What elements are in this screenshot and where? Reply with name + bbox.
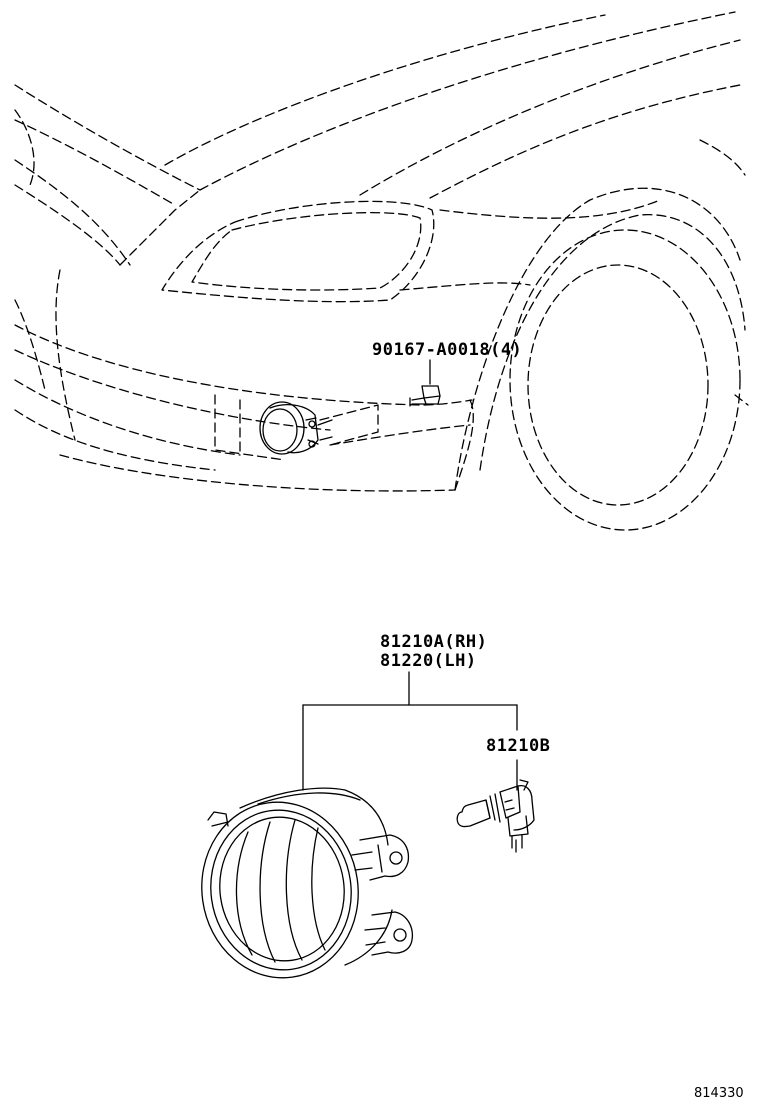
fog-lamp-lh-part-number[interactable]: 81220(LH) — [380, 651, 477, 671]
fog-lamp-rh-part-number[interactable]: 81210A(RH) — [380, 632, 488, 652]
bolt-icon — [409, 359, 441, 407]
vehicle-front-outline — [14, 11, 749, 531]
leader-lines — [302, 671, 518, 791]
fog-lamp-assembly — [201, 787, 414, 979]
installed-fog-lamp — [259, 401, 333, 455]
bolt-part-number[interactable]: 90167-A0018(4) — [372, 340, 523, 360]
bulb-part-number[interactable]: 81210B — [486, 736, 551, 756]
illustration-number: 814330 — [694, 1086, 744, 1101]
bulb-icon — [456, 779, 535, 853]
